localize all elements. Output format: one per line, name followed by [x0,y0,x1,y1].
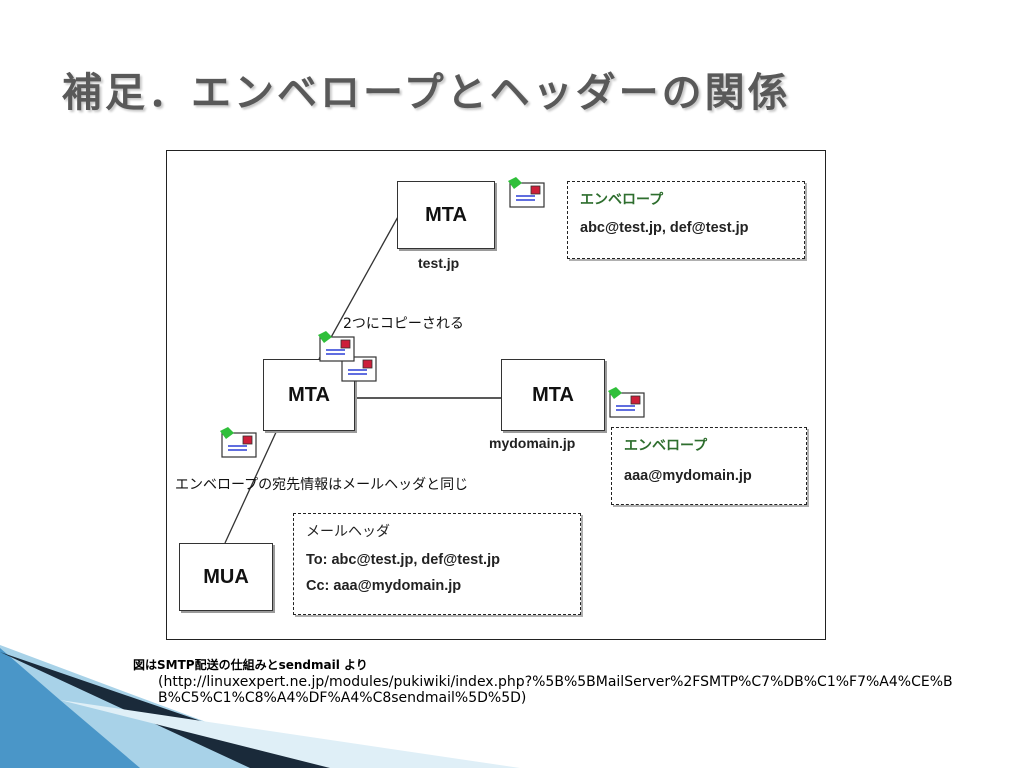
envelope-icon [220,427,257,458]
smtp-diagram: MTA test.jp MTA MTA mydomain.jp MUA 2つにコ… [166,150,826,640]
envelope-box-top-line: abc@test.jp, def@test.jp [580,220,749,236]
envelope-box-right-line: aaa@mydomain.jp [624,468,752,484]
mta-node-top-domain: test.jp [418,255,460,271]
mta-node-top-label: MTA [425,203,467,226]
source-url: (http://linuxexpert.ne.jp/modules/pukiwi… [158,674,953,706]
mua-node-label: MUA [203,565,249,588]
envelope-box-right-heading: エンベロープ [624,438,708,454]
mail-header-cc-line: Cc: aaa@mydomain.jp [306,578,462,594]
envelope-box-top: エンベロープ abc@test.jp, def@test.jp [567,181,805,259]
envelope-box-right: エンベロープ aaa@mydomain.jp [611,427,807,505]
envelope-icon [318,331,355,362]
mail-header-box-heading: メールヘッダ [306,524,390,540]
envelope-icon [508,177,545,208]
mail-header-to-line: To: abc@test.jp, def@test.jp [306,552,500,568]
same-recipients-note: エンベロープの宛先情報はメールヘッダと同じ [175,477,469,493]
mta-node-middle-label: MTA [288,383,330,406]
copy-note: 2つにコピーされる [343,316,464,332]
envelope-icon [608,387,645,418]
figure-caption: 図はSMTP配送の仕組みとsendmail より [133,658,368,672]
mta-node-right-label: MTA [532,383,574,406]
page-title: 補足．エンベロープとヘッダーの関係 [62,70,791,116]
mail-header-box: メールヘッダ To: abc@test.jp, def@test.jp Cc: … [293,513,581,615]
mua-node: MUA [179,543,273,611]
edge-mta-mta-top [318,214,400,360]
envelope-box-top-heading: エンベロープ [580,192,664,208]
mta-node-middle: MTA [263,359,355,431]
mta-node-top: MTA [397,181,495,249]
mta-node-right: MTA [501,359,605,431]
mta-node-right-domain: mydomain.jp [489,435,576,451]
